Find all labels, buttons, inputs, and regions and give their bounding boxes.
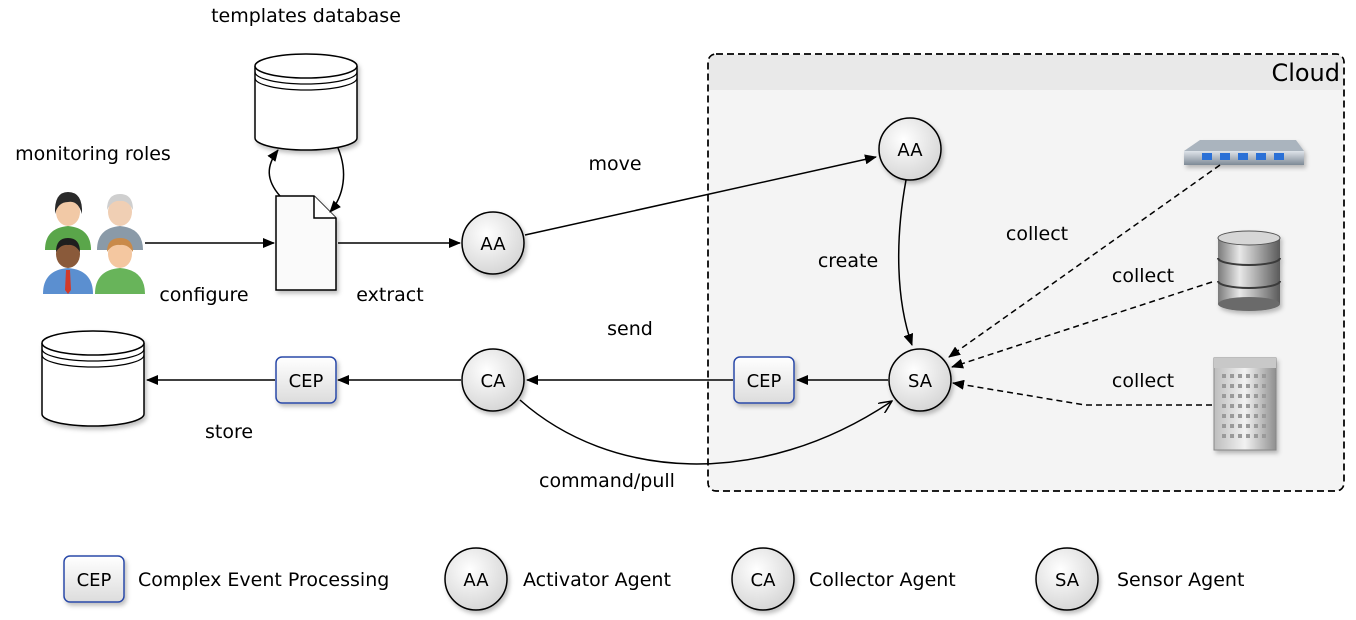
- edge-command-pull: [519, 399, 892, 465]
- edge-create: [897, 179, 914, 346]
- network-switch-icon: [1184, 140, 1304, 165]
- legend-aa-text: Activator Agent: [523, 569, 671, 591]
- users-group-icon: [43, 192, 145, 294]
- ca-node: CA: [461, 348, 525, 412]
- storage-database-icon: [41, 330, 145, 427]
- create-label: create: [818, 250, 878, 272]
- legend-item-sa: SA Sensor Agent: [1035, 547, 1244, 611]
- templates-database-label: templates database: [211, 5, 401, 27]
- aa-node-local: AA: [461, 211, 525, 275]
- move-label: move: [588, 153, 641, 175]
- template-document-icon: [275, 195, 337, 291]
- legend-cep-text: Complex Event Processing: [138, 569, 389, 591]
- templates-database-icon: [254, 53, 358, 151]
- legend-cep-abbr: CEP: [77, 570, 112, 591]
- legend-item-cep: CEP Complex Event Processing: [63, 555, 389, 603]
- extract-label: extract: [356, 284, 423, 306]
- send-label: send: [607, 318, 653, 340]
- edge-collect-db: [951, 281, 1213, 369]
- aa-node-cloud-label: AA: [897, 140, 923, 161]
- legend-ca-text: Collector Agent: [809, 569, 956, 591]
- edge-doc-to-db: [267, 149, 281, 197]
- cep-box-left-label: CEP: [289, 371, 324, 392]
- configure-label: configure: [159, 284, 248, 306]
- aa-node-cloud: AA: [878, 117, 942, 181]
- sa-node: SA: [888, 348, 952, 412]
- ca-node-label: CA: [481, 371, 507, 392]
- monitoring-roles-label: monitoring roles: [15, 143, 171, 165]
- edge-collect-server: [952, 379, 1212, 406]
- sa-node-label: SA: [908, 371, 933, 392]
- cep-box-cloud: CEP: [733, 356, 795, 404]
- database-server-icon: [1217, 230, 1281, 311]
- command-pull-label: command/pull: [539, 470, 675, 492]
- legend-aa-abbr: AA: [463, 570, 489, 591]
- store-label: store: [205, 421, 253, 443]
- cloud-title: Cloud: [1271, 59, 1340, 87]
- cep-box-left: CEP: [275, 356, 337, 404]
- legend-item-aa: AA Activator Agent: [444, 547, 671, 611]
- legend-item-ca: CA Collector Agent: [731, 547, 956, 611]
- legend-ca-abbr: CA: [751, 570, 777, 591]
- legend-sa-abbr: SA: [1055, 570, 1080, 591]
- server-tower-icon: [1213, 357, 1277, 451]
- cep-box-cloud-label: CEP: [747, 371, 782, 392]
- collect-label-server: collect: [1112, 370, 1174, 392]
- aa-node-local-label: AA: [480, 234, 506, 255]
- edge-db-to-doc: [329, 147, 345, 213]
- collect-label-switch: collect: [1006, 223, 1068, 245]
- collect-label-db: collect: [1112, 265, 1174, 287]
- edge-move: [524, 154, 877, 236]
- legend: CEP Complex Event Processing AA Activato…: [63, 547, 1244, 611]
- legend-sa-text: Sensor Agent: [1117, 569, 1244, 591]
- edge-collect-switch: [948, 164, 1221, 358]
